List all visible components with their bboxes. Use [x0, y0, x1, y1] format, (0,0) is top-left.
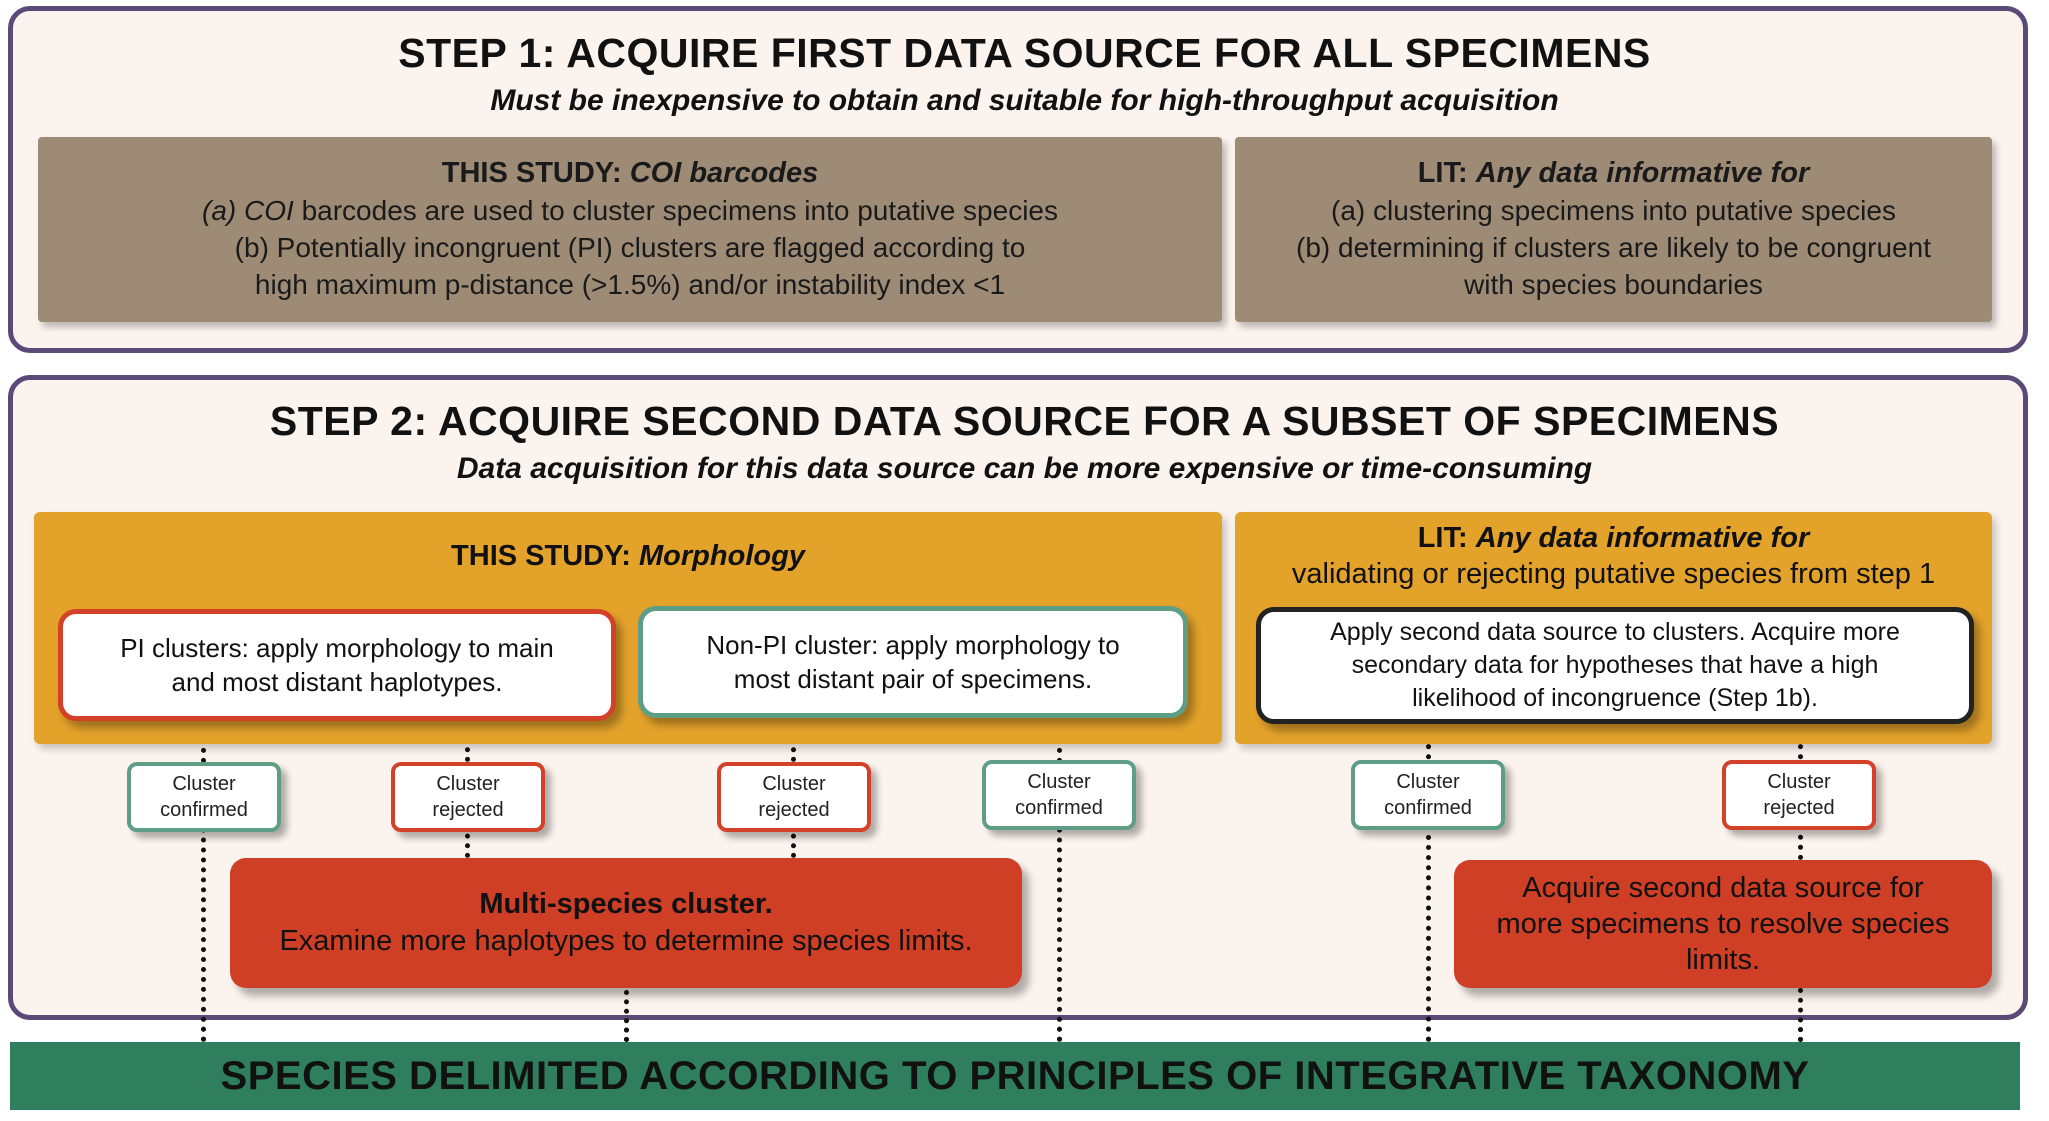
acquire-more-line1: Acquire second data source for [1522, 872, 1924, 904]
lit-apply-line2: secondary data for hypotheses that have … [1351, 651, 1879, 679]
step1-lit-box: LIT: Any data informative for (a) cluste… [1235, 137, 1992, 322]
lit-apply-box: Apply second data source to clusters. Ac… [1256, 607, 1974, 724]
multi-species-title: Multi-species cluster. [479, 888, 773, 920]
species-delimited-bar: SPECIES DELIMITED ACCORDING TO PRINCIPLE… [10, 1042, 2020, 1110]
acquire-more-box: Acquire second data source for more spec… [1454, 860, 1992, 988]
step1-title: STEP 1: ACQUIRE FIRST DATA SOURCE FOR AL… [398, 30, 1651, 76]
non-pi-cluster-line2: most distant pair of specimens. [733, 664, 1093, 694]
step2-lit-heading: LIT: Any data informative for [1417, 522, 1810, 554]
multi-species-text: Examine more haplotypes to determine spe… [279, 925, 973, 957]
step1-this-study-box: THIS STUDY: COI barcodes (a) COI barcode… [38, 137, 1222, 322]
non-pi-cluster-box: Non-PI cluster: apply morphology to most… [638, 606, 1188, 718]
connector-line [1426, 724, 1431, 1042]
step2-subtitle: Data acquisition for this data source ca… [456, 452, 1593, 485]
pi-clusters-box: PI clusters: apply morphology to main an… [58, 609, 616, 721]
connector-line [1057, 728, 1062, 1042]
step1-this-study-line-a: (a) COI barcodes are used to cluster spe… [202, 195, 1058, 226]
step1-lit-line-b2: with species boundaries [1464, 269, 1763, 300]
connector-line [624, 990, 629, 1042]
acquire-more-line3: limits. [1685, 944, 1761, 976]
step1-lit-line-a: (a) clustering specimens into putative s… [1331, 195, 1896, 226]
pi-clusters-line1: PI clusters: apply morphology to main [120, 633, 554, 663]
step2-lit-line2: validating or rejecting putative species… [1291, 558, 1936, 590]
step1-this-study-line-b1: (b) Potentially incongruent (PI) cluster… [234, 232, 1026, 263]
step1-lit-heading: LIT: Any data informative for [1417, 157, 1810, 189]
non-pi-cluster-line1: Non-PI cluster: apply morphology to [706, 630, 1120, 660]
multi-species-cluster-box: Multi-species cluster. Examine more hapl… [230, 858, 1022, 988]
step1-lit-line-b1: (b) determining if clusters are likely t… [1296, 232, 1931, 263]
pi-clusters-line2: and most distant haplotypes. [171, 667, 503, 697]
step1-subtitle: Must be inexpensive to obtain and suitab… [490, 84, 1559, 117]
step2-title: STEP 2: ACQUIRE SECOND DATA SOURCE FOR A… [269, 398, 1780, 444]
step1-this-study-heading: THIS STUDY: COI barcodes [441, 157, 819, 189]
acquire-more-line2: more specimens to resolve species [1496, 908, 1950, 940]
connector-line [201, 728, 206, 1042]
step2-this-study-heading: THIS STUDY: Morphology [451, 540, 805, 572]
connector-line [1798, 988, 1803, 1042]
lit-apply-line1: Apply second data source to clusters. Ac… [1330, 618, 1900, 646]
lit-apply-line3: likelihood of incongruence (Step 1b). [1412, 684, 1818, 712]
step1-this-study-line-b2: high maximum p-distance (>1.5%) and/or i… [254, 269, 1006, 300]
